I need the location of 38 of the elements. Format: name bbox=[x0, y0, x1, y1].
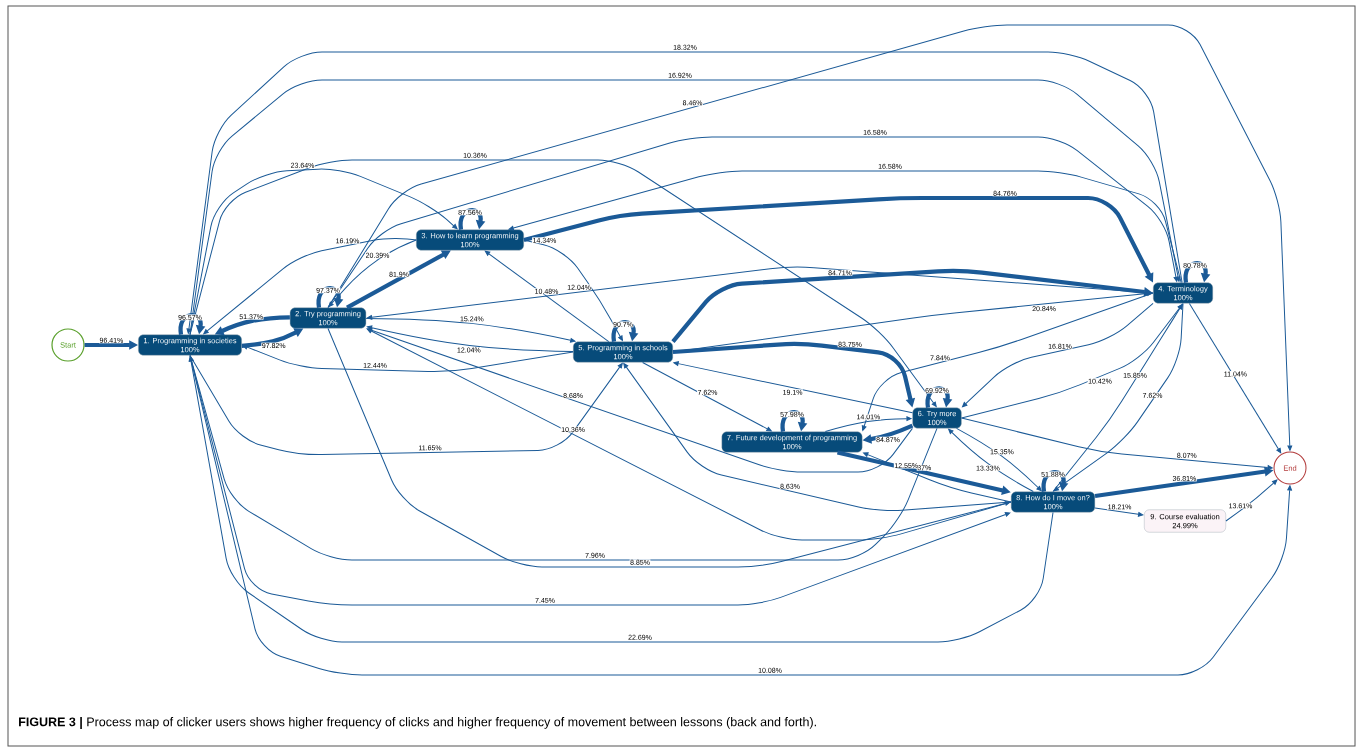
arrow bbox=[484, 250, 610, 343]
arrow bbox=[327, 24, 1293, 451]
arrow bbox=[523, 239, 623, 341]
arrow bbox=[962, 302, 1154, 408]
arrow bbox=[189, 356, 938, 561]
arrow bbox=[328, 239, 417, 308]
caption: FIGURE 3 | Process map of clicker users shows higher frequency of clicks and higher frequency of movement between lessons (back and forth). bbox=[19, 717, 816, 729]
arrow bbox=[1041, 470, 1069, 492]
arrow bbox=[365, 317, 576, 343]
arrow bbox=[508, 170, 1182, 284]
arrow bbox=[824, 416, 912, 433]
arrow bbox=[642, 361, 772, 432]
arrow bbox=[189, 354, 1292, 676]
arrow bbox=[188, 356, 1054, 643]
arrow bbox=[1188, 302, 1282, 454]
arrow bbox=[366, 325, 574, 352]
arrow bbox=[327, 327, 1011, 568]
arrow bbox=[863, 452, 1012, 503]
arrow bbox=[861, 292, 1154, 431]
arrow bbox=[956, 427, 1042, 492]
arrow bbox=[961, 417, 1273, 470]
arrow bbox=[925, 386, 953, 408]
arrow bbox=[1183, 261, 1211, 283]
arrow bbox=[189, 159, 937, 408]
arrow bbox=[242, 344, 574, 372]
arrow bbox=[623, 363, 1012, 512]
arrow bbox=[458, 208, 486, 230]
arrow bbox=[1225, 479, 1278, 522]
arrow bbox=[316, 286, 344, 308]
arrow bbox=[178, 313, 206, 335]
arrow bbox=[948, 428, 1034, 493]
arrow bbox=[961, 304, 1183, 419]
arrow bbox=[203, 237, 418, 335]
arrow bbox=[780, 410, 808, 432]
arrow bbox=[366, 266, 1154, 320]
arrow bbox=[1094, 507, 1144, 517]
arrow bbox=[673, 361, 913, 414]
arrow bbox=[611, 320, 639, 342]
